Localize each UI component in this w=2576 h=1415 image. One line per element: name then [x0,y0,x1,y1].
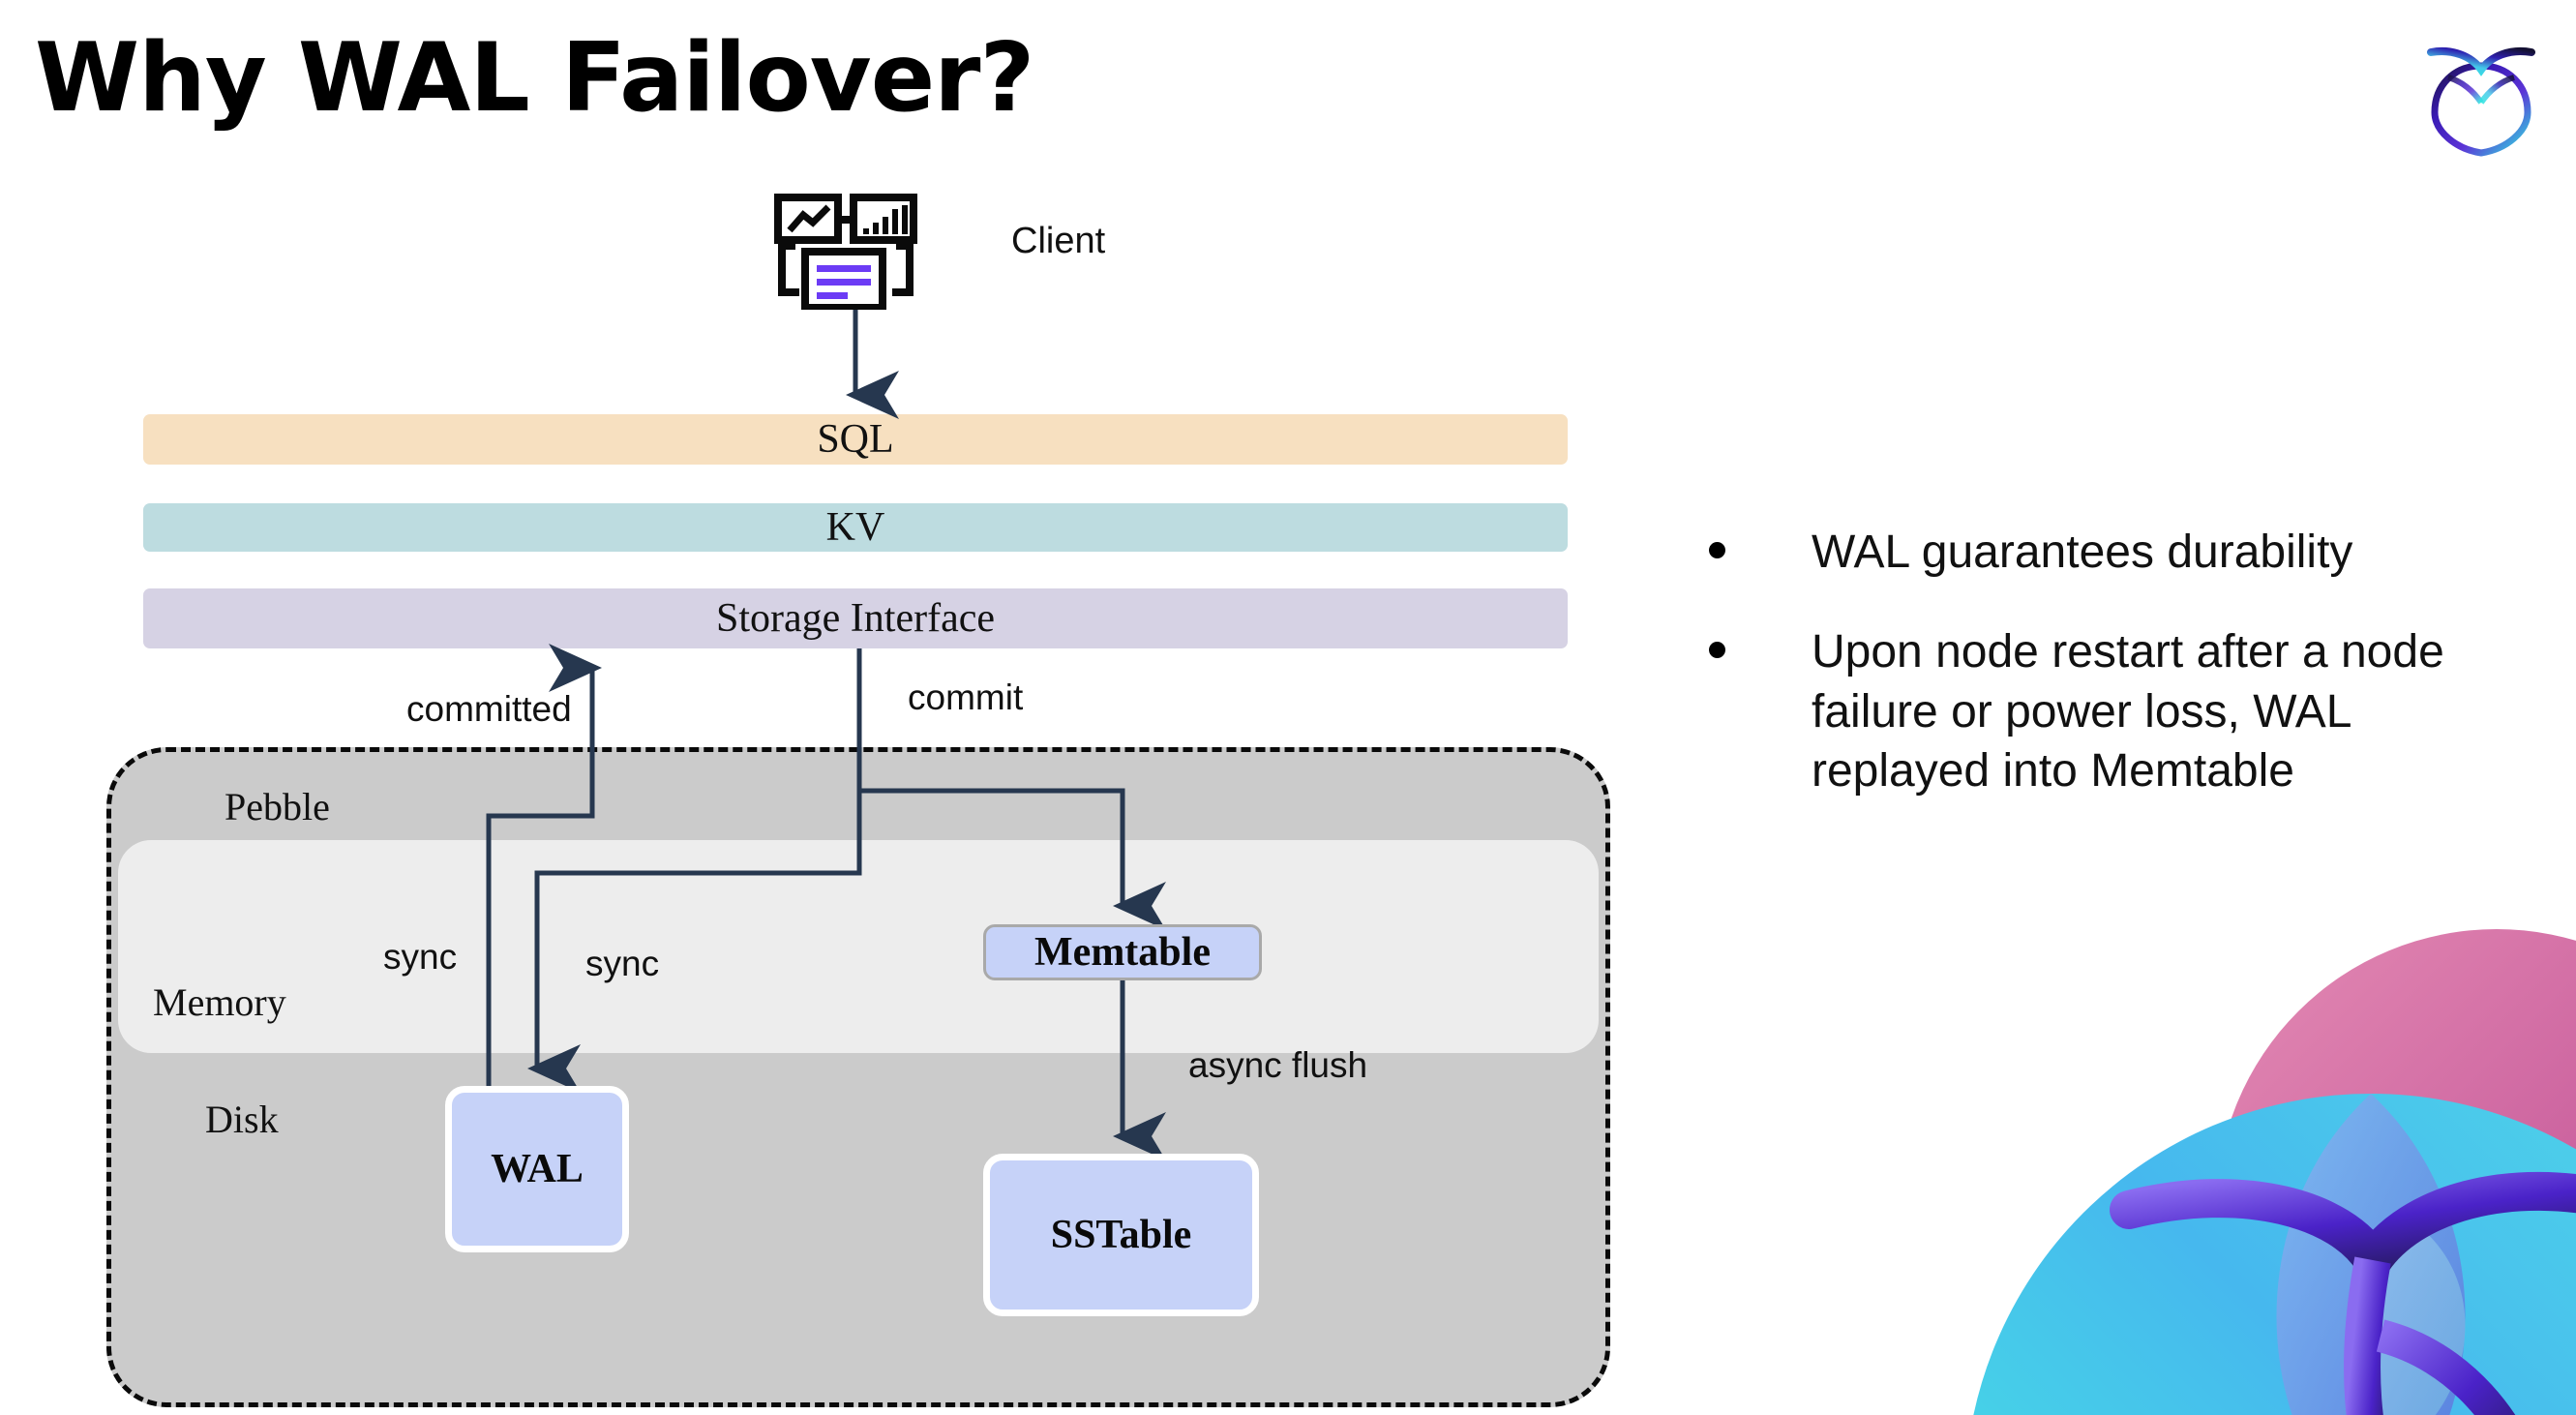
node-sstable: SSTable [983,1154,1259,1316]
pebble-label: Pebble [225,785,330,828]
node-wal: WAL [445,1086,629,1252]
client-label: Client [1011,221,1106,261]
node-memtable: Memtable [983,924,1262,980]
cockroachdb-watermark-icon [1955,919,2576,1415]
layer-label-kv: KV [825,505,885,550]
list-item: WAL guarantees durability [1709,523,2483,582]
page-title: Why WAL Failover? [35,23,1034,134]
layer-bar-kv: KV [143,503,1568,552]
bullet-icon [1709,642,1725,659]
client-dashboard-icon [774,194,929,312]
layer-label-storage-interface: Storage Interface [716,596,995,641]
node-label-memtable: Memtable [1034,930,1211,975]
edge-label-async-flush: async flush [1188,1045,1368,1085]
bullet-icon [1709,542,1725,558]
edge-label-commit: commit [908,677,1024,717]
layer-bar-storage-interface: Storage Interface [143,588,1568,648]
edge-label-sync-a: sync [383,937,458,977]
disk-label: Disk [205,1098,279,1141]
edge-label-sync-b: sync [585,944,660,983]
memory-label: Memory [153,980,286,1024]
bullet-list: WAL guarantees durability Upon node rest… [1709,523,2483,801]
node-label-sstable: SSTable [1050,1213,1192,1257]
node-label-wal: WAL [491,1147,584,1191]
edge-label-committed: committed [406,689,572,729]
layer-label-sql: SQL [817,417,894,462]
cockroachdb-logo-icon [2413,31,2549,157]
memory-region [118,840,1599,1053]
list-item: Upon node restart after a node failure o… [1709,622,2483,800]
layer-bar-sql: SQL [143,414,1568,465]
bullet-text: Upon node restart after a node failure o… [1812,626,2444,798]
bullet-text: WAL guarantees durability [1812,527,2353,578]
